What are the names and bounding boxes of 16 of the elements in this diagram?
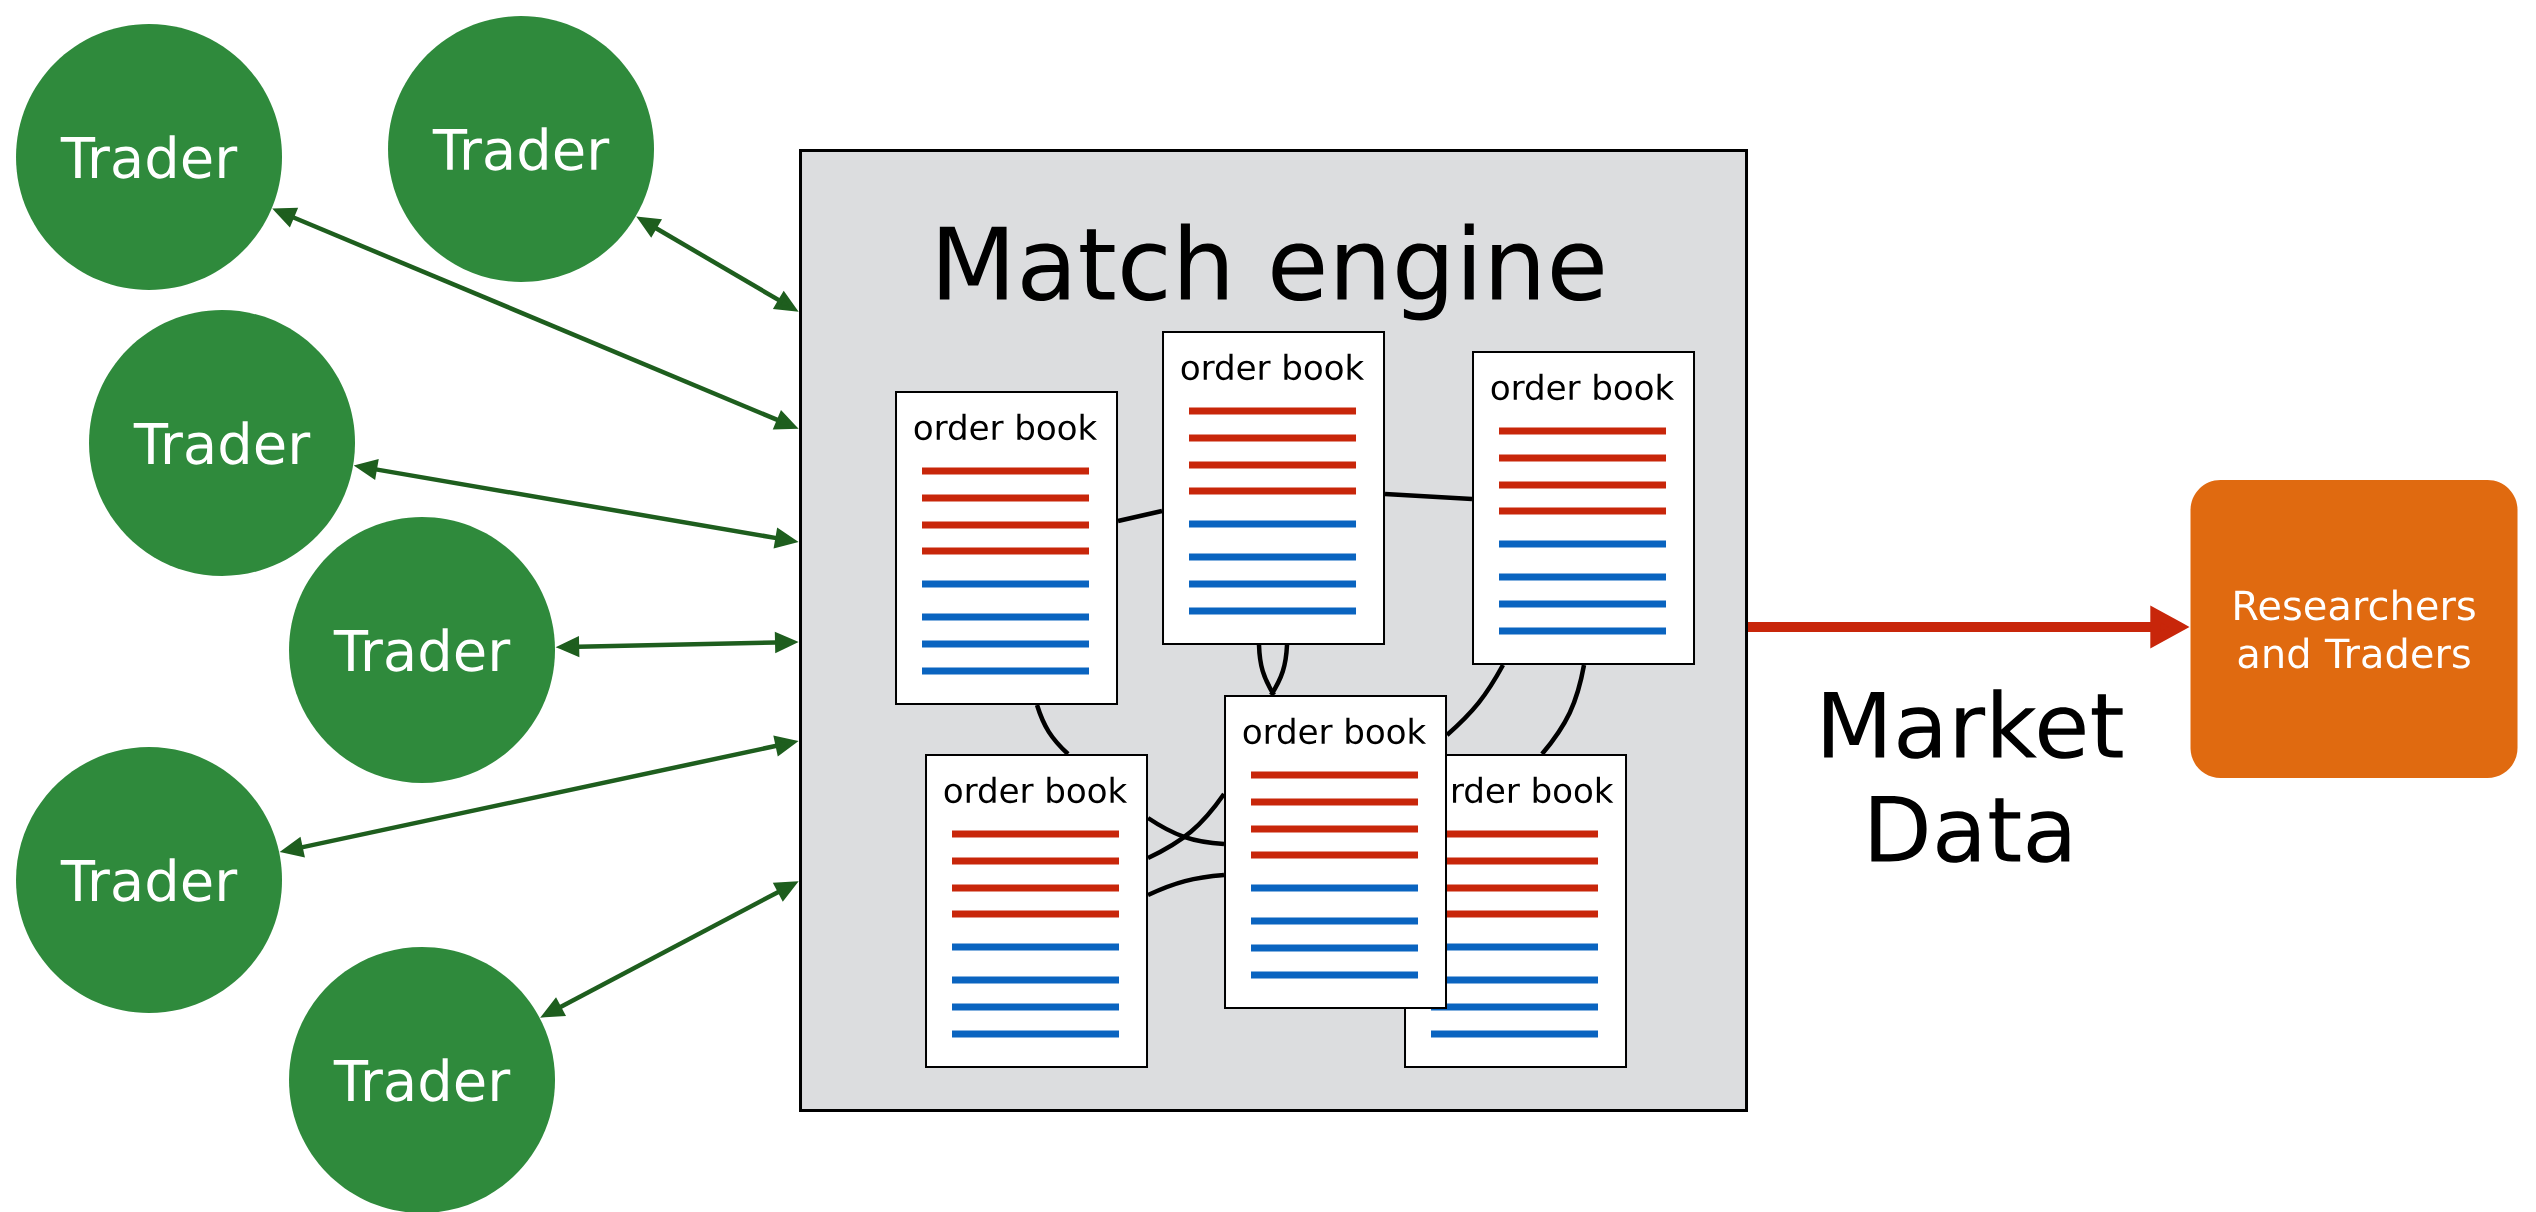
connector-line xyxy=(1384,491,1473,502)
order-book: order book xyxy=(895,391,1118,705)
connector-line xyxy=(1540,664,1587,756)
connector-line xyxy=(1256,644,1276,697)
order-book: order book xyxy=(925,754,1148,1068)
connector-line xyxy=(1269,644,1290,697)
connector-line xyxy=(1117,508,1163,524)
connector-line xyxy=(1146,816,1225,847)
edge-label: Market Data xyxy=(1824,689,2123,863)
connector-line xyxy=(1147,792,1226,861)
order-book: order book xyxy=(1472,351,1695,665)
order-book: order book xyxy=(1224,695,1447,1009)
connector-line xyxy=(1034,704,1070,756)
connector-line xyxy=(1147,872,1225,898)
researchers-box: Researchers and Traders xyxy=(2190,480,2518,778)
order-book: order book xyxy=(1162,331,1385,645)
